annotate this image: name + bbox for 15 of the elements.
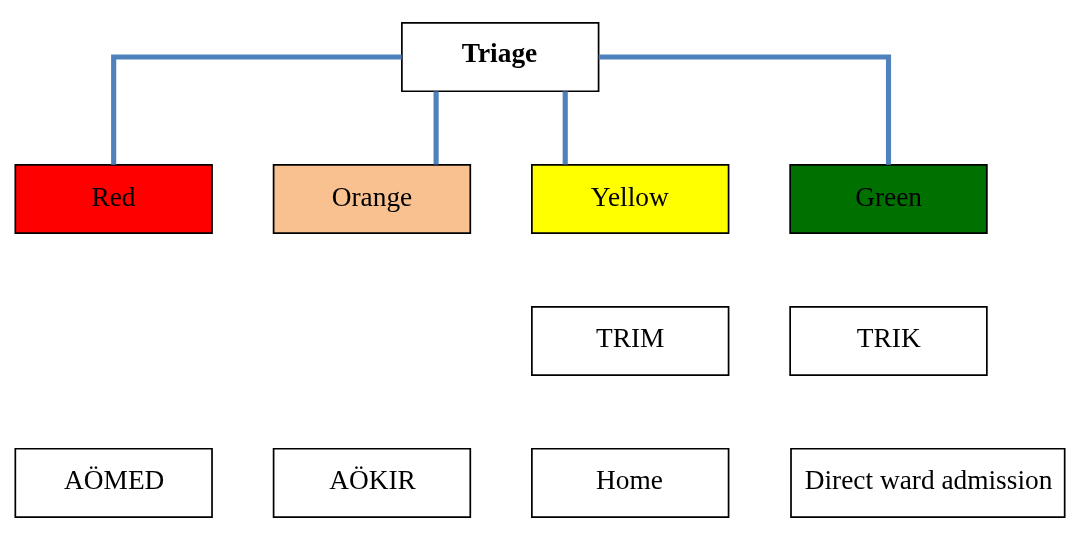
connector [598,54,892,165]
node-box: Yellow [531,163,730,234]
node-box: TRIM [531,305,730,376]
node-box: Direct ward admission [790,447,1066,518]
connector [433,90,439,164]
node-box: Home [531,447,730,518]
connector [562,90,568,164]
node-box: TRIK [789,305,988,376]
connector [111,54,402,165]
node-box: Green [789,163,988,234]
node-box: AÖKIR [272,447,472,518]
node-box: Red [14,163,213,234]
node-box: Orange [272,163,472,234]
node-box: AÖMED [14,447,213,518]
node-box: Triage [401,21,600,92]
